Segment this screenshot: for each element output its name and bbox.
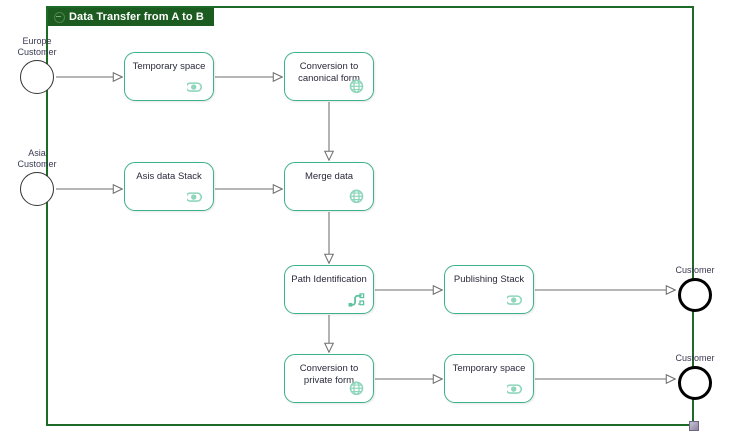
task-conversion-canonical-form[interactable]: Conversion to canonical form	[284, 52, 374, 101]
task-label: Temporary space	[452, 363, 526, 374]
globe-icon	[349, 79, 364, 94]
service-plug-icon	[507, 295, 523, 305]
task-publishing-stack[interactable]: Publishing Stack	[444, 265, 534, 314]
task-label: Merge data	[304, 171, 354, 182]
end-event-customer-top-label: Customer	[675, 265, 715, 275]
service-plug-icon	[507, 384, 523, 394]
task-temporary-space-1[interactable]: Temporary space	[124, 52, 214, 101]
end-event-customer-top[interactable]	[678, 278, 712, 312]
task-asis-data-stack[interactable]: Asis data Stack	[124, 162, 214, 211]
end-event-customer-bottom-label: Customer	[675, 353, 715, 363]
routing-icon	[348, 293, 365, 307]
task-temporary-space-2[interactable]: Temporary space	[444, 354, 534, 403]
pool-header[interactable]: Data Transfer from A to B	[48, 8, 214, 26]
collapse-circle-icon[interactable]	[54, 11, 65, 23]
pool-title: Data Transfer from A to B	[69, 11, 204, 23]
task-conversion-private-form[interactable]: Conversion to private form	[284, 354, 374, 403]
start-event-asia-customer[interactable]	[20, 172, 54, 206]
task-label: Asis data Stack	[136, 171, 202, 182]
task-label: Temporary space	[132, 61, 206, 72]
task-label: Publishing Stack	[453, 274, 525, 285]
service-plug-icon	[187, 82, 203, 92]
task-merge-data[interactable]: Merge data	[284, 162, 374, 211]
task-label: Conversion to private form	[299, 363, 359, 386]
globe-icon	[349, 189, 364, 204]
pool-data-transfer[interactable]	[46, 6, 694, 426]
start-event-europe-customer-label: Europe Customer	[17, 36, 57, 57]
task-path-identification[interactable]: Path Identification	[284, 265, 374, 314]
canvas-resize-handle[interactable]	[689, 421, 699, 431]
task-label: Conversion to canonical form	[298, 61, 360, 84]
start-event-europe-customer[interactable]	[20, 60, 54, 94]
start-event-asia-customer-label: Asia Customer	[17, 148, 57, 169]
service-plug-icon	[187, 192, 203, 202]
end-event-customer-bottom[interactable]	[678, 366, 712, 400]
task-label: Path Identification	[291, 274, 367, 285]
globe-icon	[349, 381, 364, 396]
